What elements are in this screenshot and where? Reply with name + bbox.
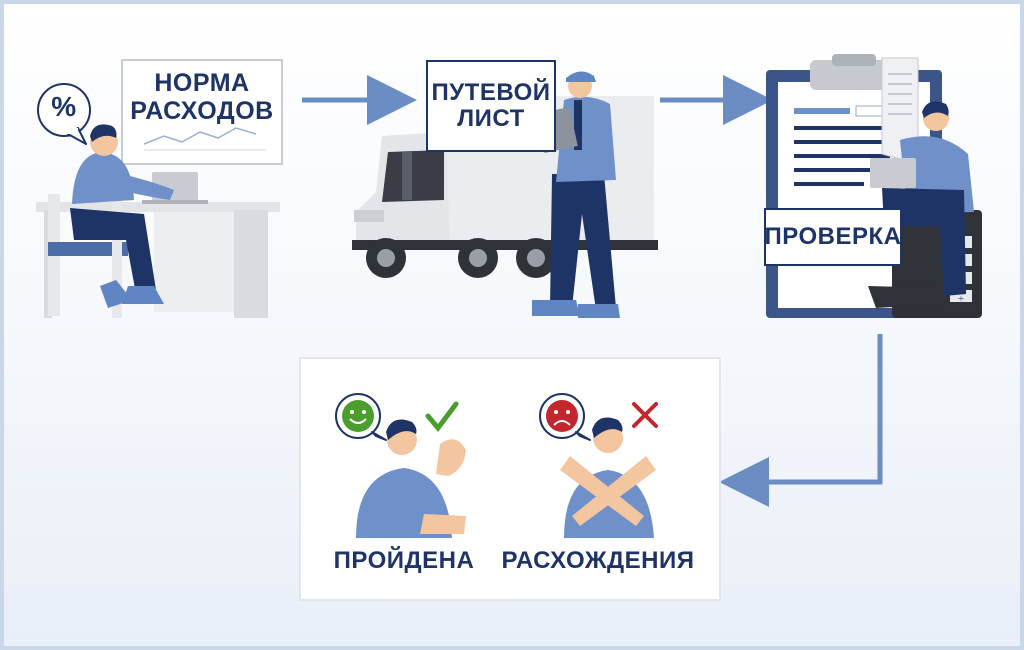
check-icon (425, 401, 459, 433)
percent-icon: % (51, 91, 77, 122)
step-waybill-line2: ЛИСТ (457, 105, 525, 132)
step-norm-label: НОРМА РАСХОДОВ (126, 69, 278, 125)
desk-top (36, 202, 280, 212)
chart-board (121, 59, 283, 165)
percent-bubble (37, 83, 91, 137)
step-norm-line1: НОРМА (154, 69, 250, 97)
step-check-label: ПРОВЕРКА (764, 208, 902, 266)
cross-icon (632, 402, 658, 428)
outcome-passed-label: ПРОЙДЕНА (333, 547, 475, 574)
outcome-mismatch-scene (539, 393, 658, 538)
happy-face-icon (342, 400, 374, 432)
calculator-keys: C − + × ÷ (950, 218, 972, 308)
illustration-layer (36, 54, 982, 601)
check-scene (766, 54, 982, 318)
calc-key: − (957, 240, 965, 249)
step-waybill-label: ПУТЕВОЙ ЛИСТ (426, 60, 556, 152)
calc-key: ÷ (957, 294, 965, 303)
calc-key: + (957, 258, 965, 267)
step-norm-line2: РАСХОДОВ (130, 96, 274, 125)
calc-key: × (957, 276, 965, 285)
flow-arrow-3 (719, 334, 883, 507)
step-waybill-line1: ПУТЕВОЙ (431, 78, 551, 106)
outcome-mismatch-label: РАСХОЖДЕНИЯ (501, 547, 695, 574)
office-scene (36, 59, 283, 318)
sad-face-icon (546, 400, 578, 432)
outcome-passed-scene (335, 393, 466, 538)
step-check-text: ПРОВЕРКА (764, 222, 902, 250)
calc-key: C (958, 222, 964, 231)
board-sparkline (143, 127, 257, 145)
